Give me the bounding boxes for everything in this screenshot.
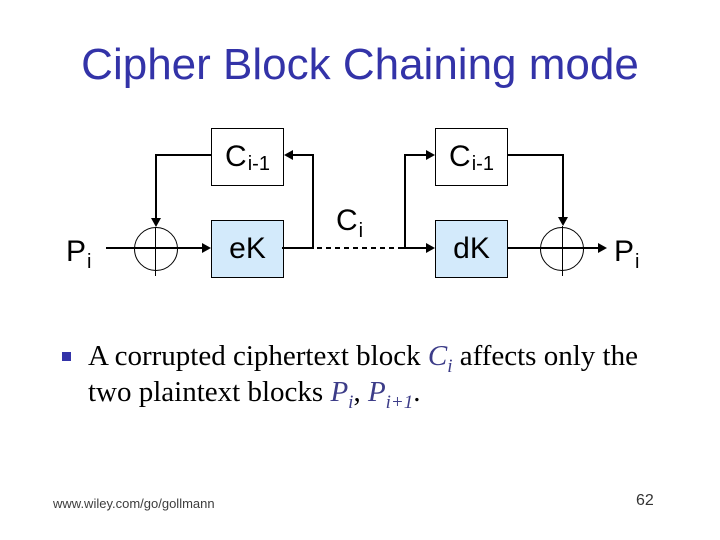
math-pi: Pi: [330, 376, 354, 413]
encrypt-xor-arrowhead: [151, 218, 161, 227]
page-number: 62: [636, 492, 654, 509]
encrypt-feedback-in-arrowhead: [284, 150, 293, 160]
bullet-text: A corrupted ciphertext block Ci affects …: [88, 340, 638, 413]
decrypt-feedback-out-line: [507, 154, 564, 156]
decrypt-feedback-down-line: [562, 154, 564, 218]
encrypt-cipher-box: eK: [211, 220, 284, 278]
encrypt-feedback-down-line: [155, 154, 157, 219]
decrypt-xor-arrowhead: [558, 217, 568, 226]
plaintext-in-label: Pi: [66, 235, 92, 273]
bullet-line-2: two plaintext blocks Pi, Pi+1.: [88, 376, 421, 413]
decrypt-input-arrowhead: [426, 243, 435, 253]
encrypt-feedback-in-line: [293, 154, 314, 156]
decrypt-output-arrowhead: [598, 243, 607, 253]
bullet-marker: [62, 352, 71, 361]
decrypt-output-line: [507, 247, 600, 249]
encrypt-feedback-out-line: [155, 154, 212, 156]
math-pi-next: Pi+1: [367, 376, 414, 413]
decrypt-feedback-in-line: [404, 154, 427, 156]
decrypt-input-line: [401, 247, 427, 249]
decrypt-cipher-box: dK: [435, 220, 508, 278]
math-ci: Ci: [427, 340, 453, 377]
plaintext-out-label: Pi: [614, 235, 640, 273]
encrypt-xor-circle: [134, 227, 178, 271]
slide-title: Cipher Block Chaining mode: [81, 40, 639, 89]
decrypt-xor-cross-line: [562, 226, 563, 276]
decrypt-feedback-branch-line: [404, 154, 406, 249]
decrypt-feedback-in-arrowhead: [426, 150, 435, 160]
encrypt-xor-cross-line: [155, 227, 156, 276]
footer-url: www.wiley.com/go/gollmann: [53, 496, 215, 511]
encrypt-output-line: [282, 247, 314, 249]
channel-dashed-line: [317, 247, 401, 249]
encrypt-input-arrowhead: [202, 243, 211, 253]
encrypt-feedback-branch-line: [312, 154, 314, 249]
bullet-line-1: A corrupted ciphertext block Ci affects …: [88, 340, 638, 377]
channel-label: Ci: [336, 204, 364, 242]
